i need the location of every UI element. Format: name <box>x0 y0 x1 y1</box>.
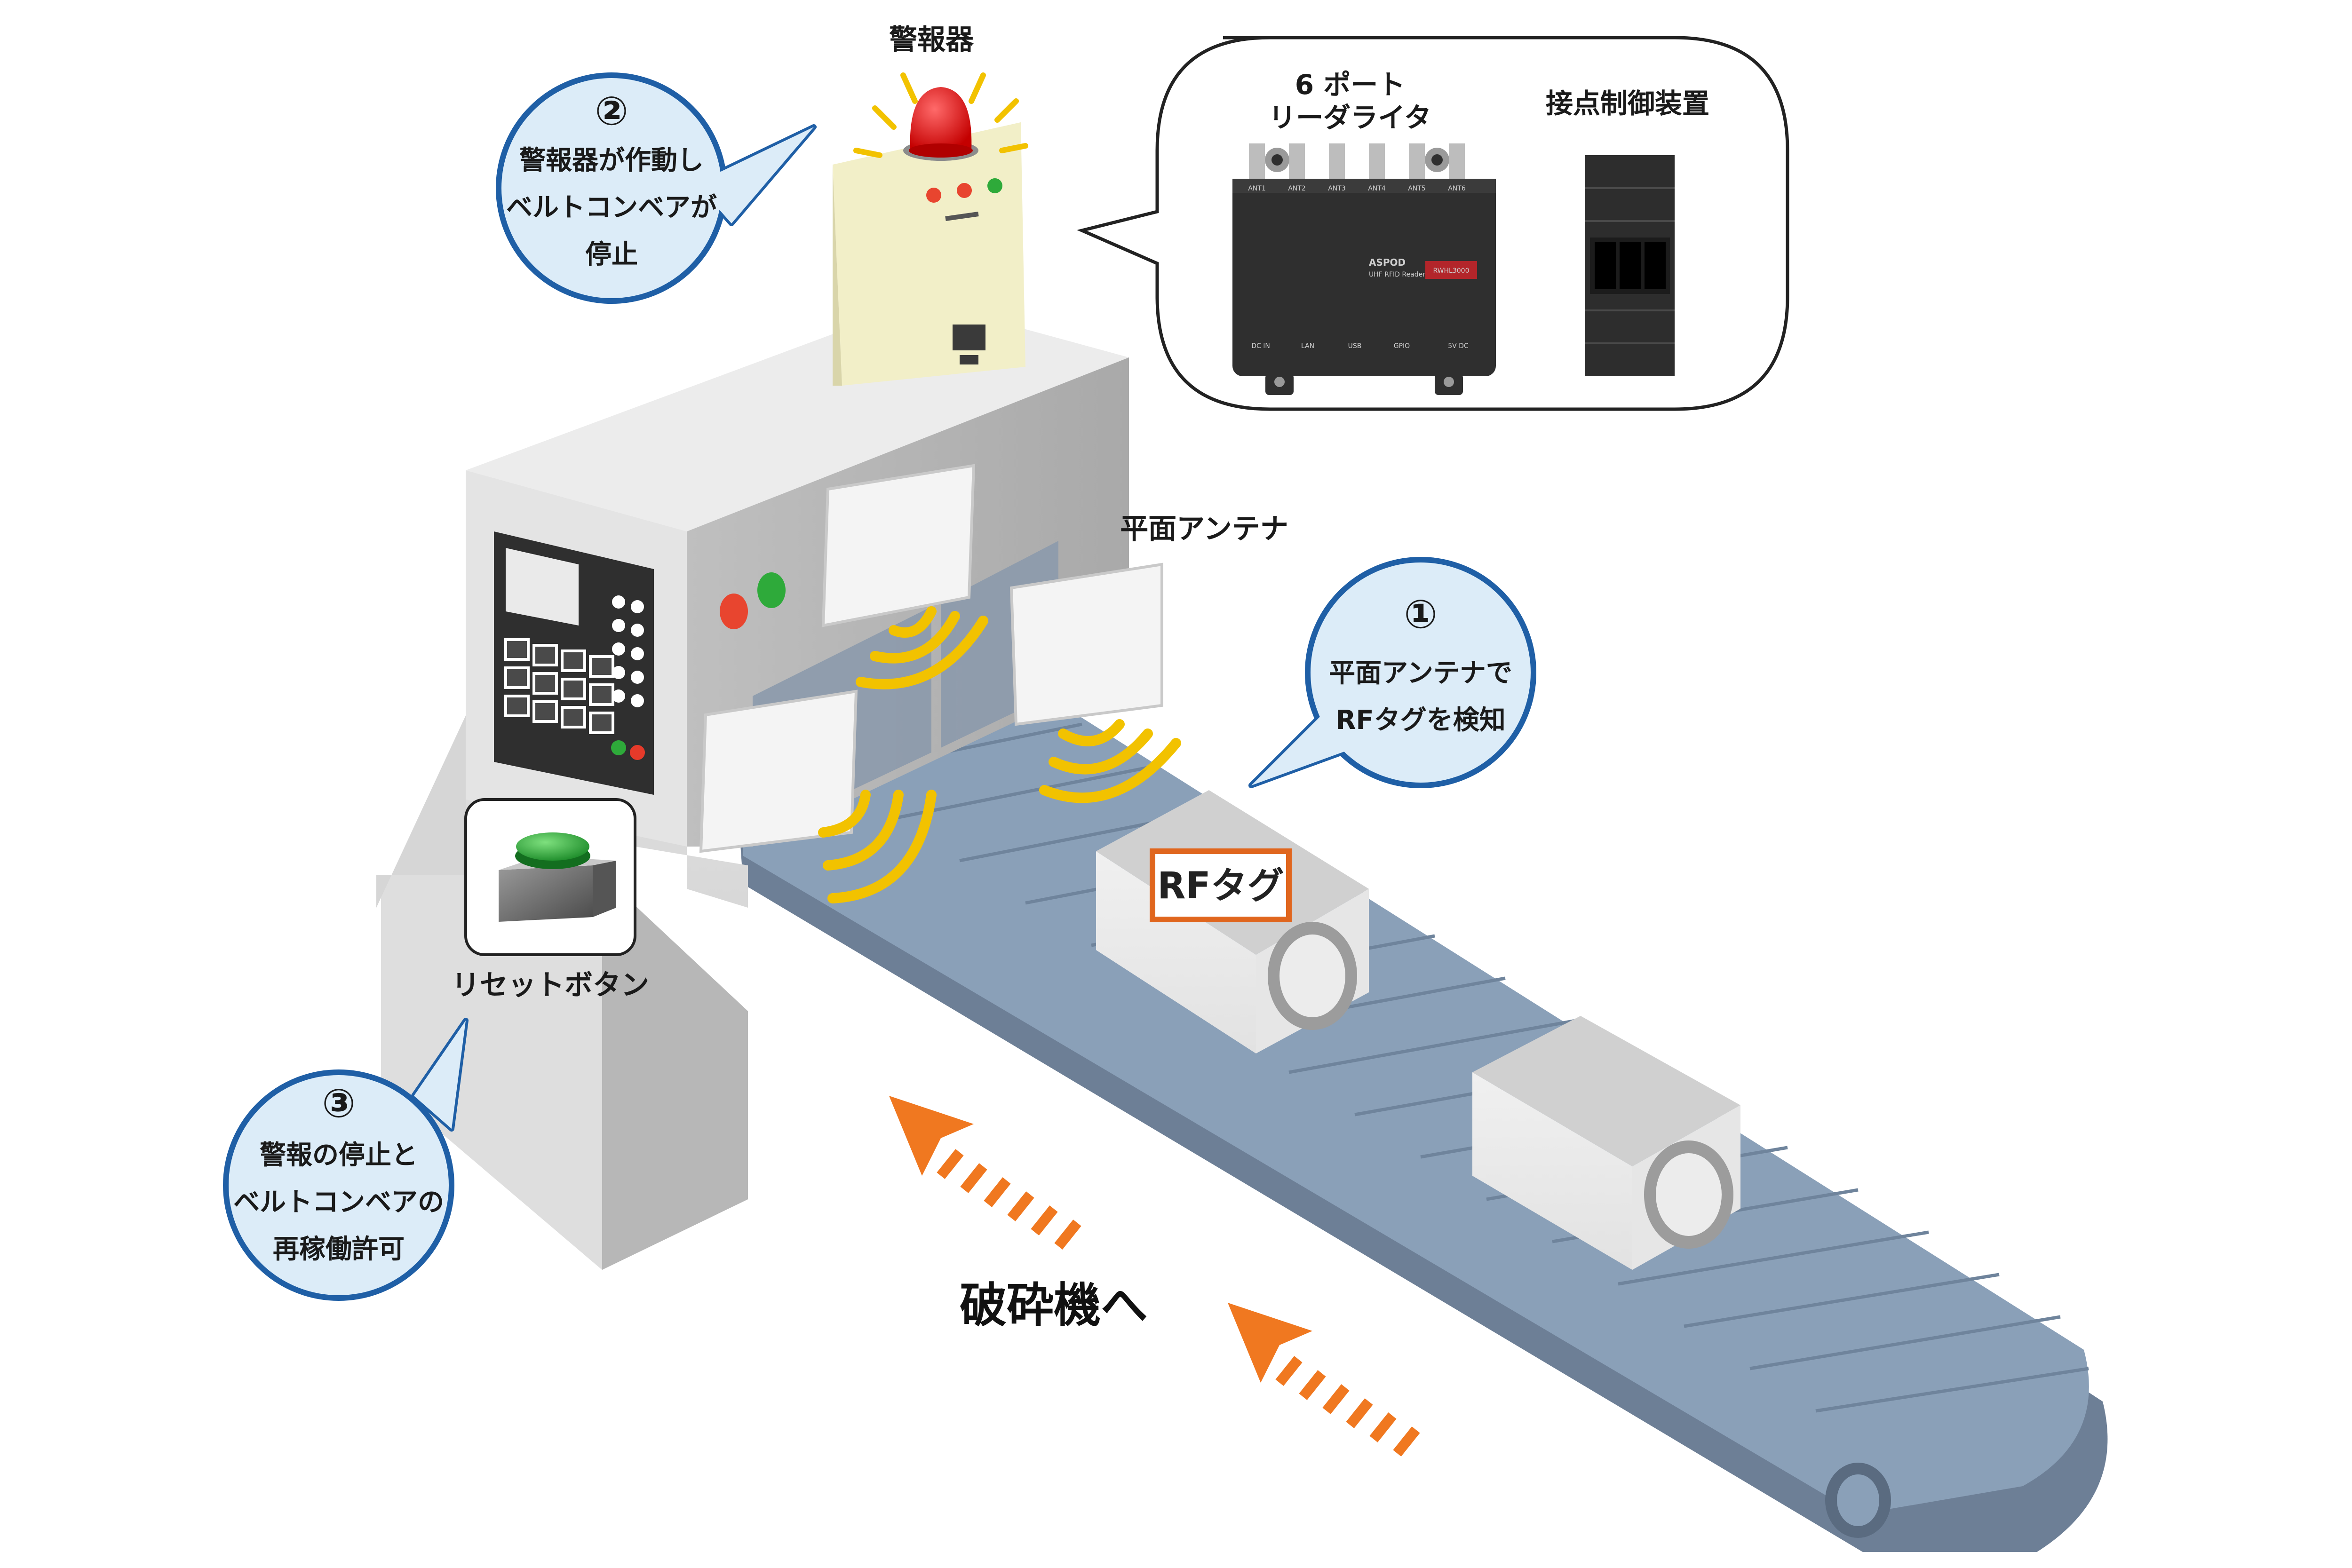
flow-arrow-icon <box>889 1096 1081 1250</box>
planar-antenna <box>699 689 858 853</box>
step-line: 警報器が作動し <box>519 145 704 176</box>
step-line: ベルトコンベアの <box>233 1187 444 1218</box>
bottom-port-label: GPIO <box>1394 342 1410 350</box>
reader-model: RWHL3000 <box>1433 267 1470 275</box>
signal-wave-icon <box>1039 719 1181 803</box>
contact-controller-device <box>1585 155 1675 376</box>
rfid-reader-device: ANT1 ANT2 ANT3 ANT4 ANT5 ANT6 ASPOD UHF … <box>1232 143 1496 395</box>
port-label: ANT3 <box>1328 185 1346 192</box>
contact-controller-label: 接点制御装置 <box>1546 87 1709 119</box>
bottom-port-label: DC IN <box>1251 342 1270 350</box>
step-line: 平面アンテナで <box>1329 658 1512 689</box>
planar-antenna <box>1009 562 1163 726</box>
port-label: ANT1 <box>1248 185 1266 192</box>
step-bubble-2 <box>496 72 817 304</box>
reader-model-line: UHF RFID Reader <box>1369 271 1425 278</box>
port-label: ANT2 <box>1288 185 1306 192</box>
step-line: ベルトコンベアが <box>506 192 717 223</box>
reader-brand: ASPOD <box>1369 257 1406 268</box>
port-label: ANT4 <box>1368 185 1386 192</box>
push-button-icon[interactable] <box>499 832 616 922</box>
antenna-label: 平面アンテナ <box>1120 513 1288 546</box>
step-number: ③ <box>322 1080 355 1126</box>
signal-wave-icon <box>856 606 988 689</box>
reset-button-label: リセットボタン <box>452 969 649 1002</box>
box <box>1472 1016 1740 1270</box>
alarm-unit <box>833 122 1025 386</box>
conveyor-belt <box>734 658 2108 1552</box>
step-line: 警報の停止と <box>260 1140 418 1171</box>
port-label: ANT5 <box>1408 185 1426 192</box>
step-number: ① <box>1404 591 1437 637</box>
warning-light-icon <box>853 72 1028 161</box>
step-line: RFタグを検知 <box>1335 705 1505 736</box>
bottom-port-label: 5V DC <box>1448 342 1469 350</box>
destination-label: 破砕機へ <box>960 1278 1148 1333</box>
bottom-port-label: LAN <box>1301 342 1314 350</box>
step-bubble-3 <box>223 1018 469 1301</box>
flow-arrow-icon <box>1228 1303 1420 1457</box>
tagged-box <box>1096 790 1369 1053</box>
planar-antenna <box>821 464 976 627</box>
reader-label-line1: 6 ポート <box>1295 69 1406 101</box>
alarm-label: 警報器 <box>889 24 974 56</box>
rf-tag-text: RFタグ <box>1157 865 1284 907</box>
step-line: 停止 <box>585 239 638 270</box>
rf-tag-label: RFタグ <box>1150 848 1292 922</box>
bottom-port-label: USB <box>1348 342 1362 350</box>
step-bubble-1 <box>1248 557 1536 788</box>
port-label: ANT6 <box>1448 185 1466 192</box>
step-number: ② <box>595 88 628 134</box>
reader-label-line2: リーダライタ <box>1269 102 1431 134</box>
step-line: 再稼働許可 <box>273 1234 405 1265</box>
signal-wave-icon <box>818 790 937 903</box>
